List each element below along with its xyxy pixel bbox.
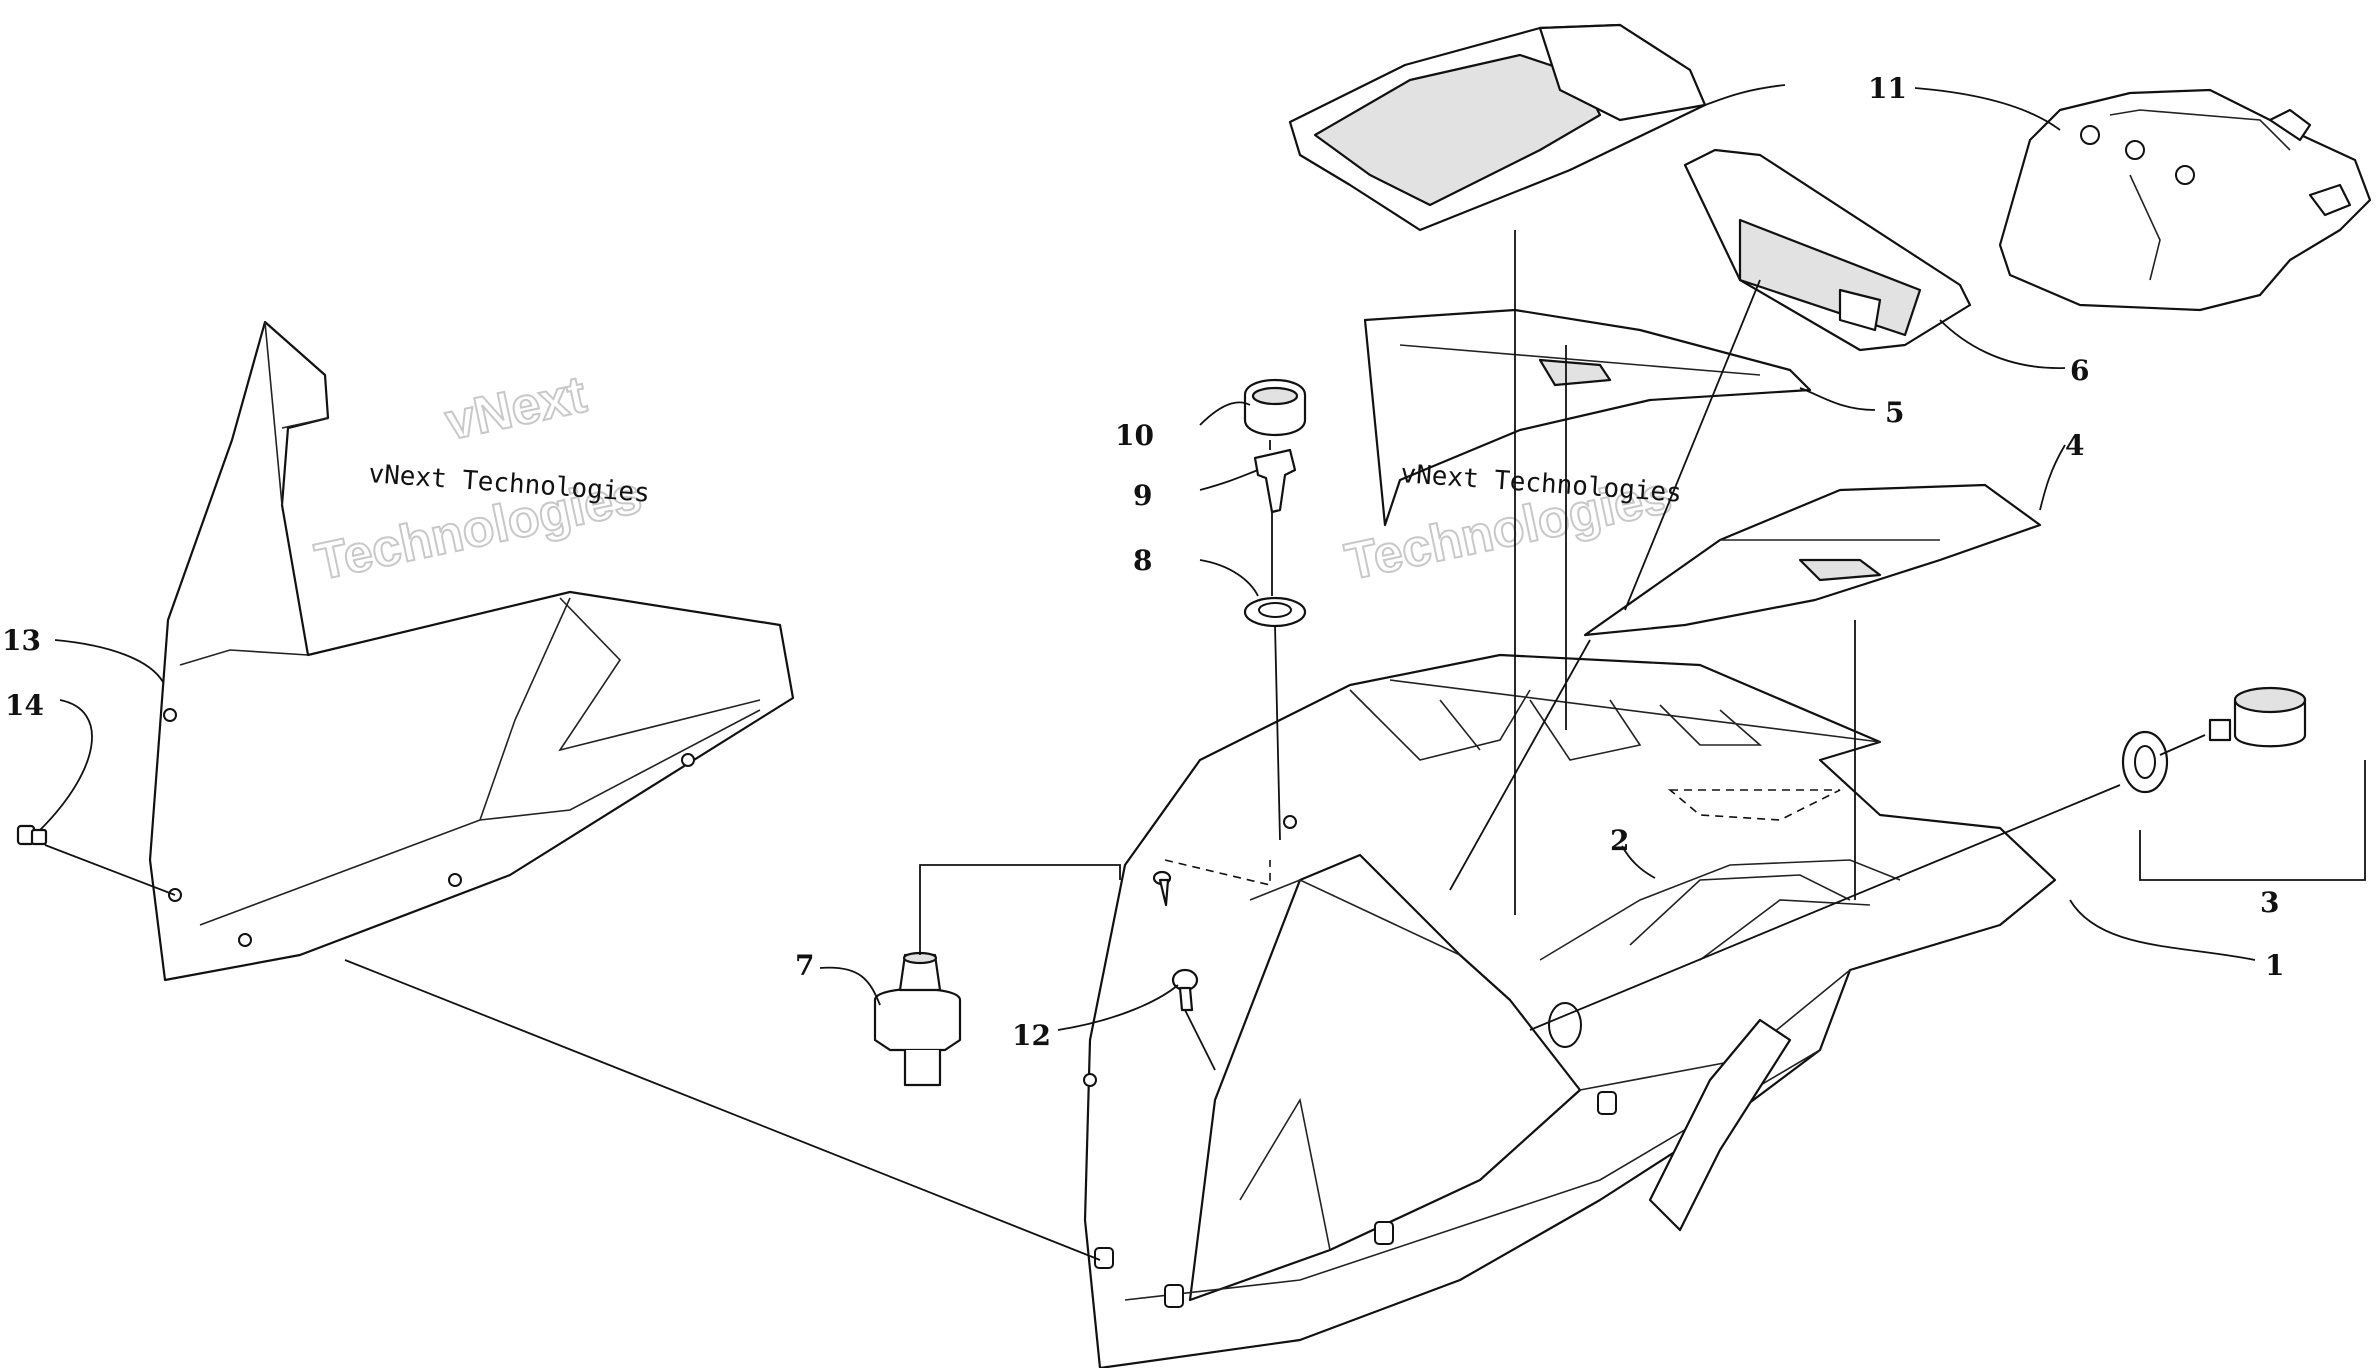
part-4-decal — [1583, 483, 2042, 637]
callout-6: 6 — [2070, 354, 2089, 387]
part-12-screw — [1171, 968, 1199, 1012]
part-3-socket — [2121, 686, 2307, 794]
watermark-big-1: vNext — [440, 366, 591, 452]
part-10-key-cap — [1243, 378, 1307, 437]
hole-icon — [238, 933, 252, 947]
part-8-nut — [1243, 596, 1307, 628]
hole-icon — [448, 873, 462, 887]
callout-12: 12 — [1012, 1019, 1051, 1052]
part-13-windshield — [148, 320, 795, 982]
callout-11: 11 — [1868, 72, 1907, 105]
part-5-decal — [1363, 308, 1812, 527]
callout-3: 3 — [2260, 886, 2279, 919]
callout-4: 4 — [2065, 429, 2084, 462]
callouts: 1 2 3 4 5 6 7 8 9 10 11 12 13 14 — [2, 72, 2284, 1052]
callout-1: 1 — [2265, 949, 2284, 982]
part-14-screw — [16, 824, 48, 846]
callout-7: 7 — [795, 949, 814, 982]
callout-9: 9 — [1133, 479, 1152, 512]
callout-10: 10 — [1115, 419, 1154, 452]
hole-icon — [163, 708, 177, 722]
callout-5: 5 — [1885, 396, 1904, 429]
part-11-cover — [1998, 88, 2372, 312]
callout-13: 13 — [2, 624, 41, 657]
part-6-module — [1683, 148, 1972, 352]
hole-icon — [681, 753, 695, 767]
part-net-tray — [1288, 23, 1707, 232]
callout-2: 2 — [1610, 824, 1629, 857]
part-7-switch — [873, 951, 962, 1087]
part-2-screw — [1152, 870, 1172, 907]
leader-lines — [39, 84, 2366, 1261]
callout-14: 14 — [5, 689, 44, 722]
callout-8: 8 — [1133, 544, 1152, 577]
part-9-key — [1253, 448, 1297, 514]
part-1-hood — [1083, 653, 2057, 1368]
